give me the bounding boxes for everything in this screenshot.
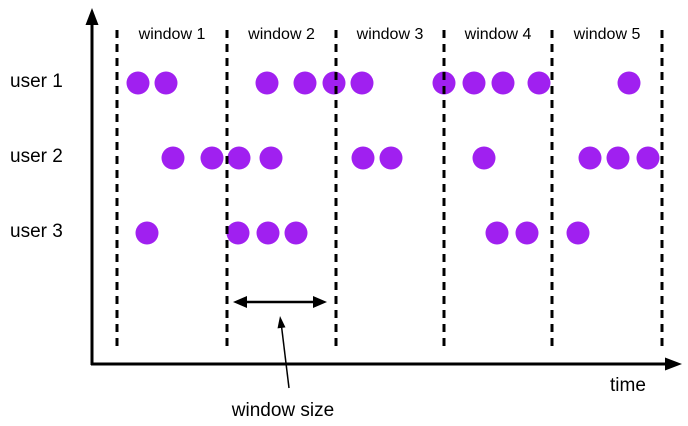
event-dot-user3 bbox=[256, 221, 280, 245]
window-size-arrow-left-head bbox=[233, 296, 247, 308]
window-label-1: window 1 bbox=[138, 26, 206, 43]
event-dot-user3 bbox=[566, 221, 590, 245]
event-dot-user2 bbox=[200, 146, 224, 170]
event-dot-user1 bbox=[350, 71, 374, 95]
event-dot-user3 bbox=[284, 221, 308, 245]
window-label-3: window 3 bbox=[356, 26, 424, 43]
event-dot-user1 bbox=[126, 71, 150, 95]
window-size-pointer-line bbox=[280, 321, 290, 389]
event-dot-user2 bbox=[379, 146, 403, 170]
event-dot-user1 bbox=[322, 71, 346, 95]
event-dot-user2 bbox=[636, 146, 660, 170]
event-dot-user3 bbox=[485, 221, 509, 245]
window-size-label: window size bbox=[231, 400, 335, 421]
event-dot-user1 bbox=[491, 71, 515, 95]
event-dot-user3 bbox=[226, 221, 250, 245]
event-dot-user1 bbox=[154, 71, 178, 95]
event-dot-user1 bbox=[527, 71, 551, 95]
event-dot-user2 bbox=[351, 146, 375, 170]
event-dot-user2 bbox=[606, 146, 630, 170]
x-axis-label: time bbox=[610, 375, 646, 396]
event-dot-user2 bbox=[578, 146, 602, 170]
x-axis-arrowhead bbox=[665, 357, 682, 371]
event-dot-user1 bbox=[432, 71, 456, 95]
window-size-arrow-right-head bbox=[313, 296, 327, 308]
event-dot-user1 bbox=[617, 71, 641, 95]
window-size-pointer-arrowhead bbox=[277, 316, 286, 329]
event-dot-user2 bbox=[472, 146, 496, 170]
event-dot-user3 bbox=[515, 221, 539, 245]
user-label-2: user 2 bbox=[10, 146, 63, 167]
window-label-4: window 4 bbox=[464, 26, 532, 43]
event-dot-user2 bbox=[227, 146, 251, 170]
event-dot-user2 bbox=[161, 146, 185, 170]
window-label-2: window 2 bbox=[248, 26, 315, 43]
event-dot-user2 bbox=[259, 146, 283, 170]
y-axis-arrowhead bbox=[85, 8, 99, 25]
window-label-5: window 5 bbox=[573, 26, 641, 43]
event-dot-user3 bbox=[135, 221, 159, 245]
event-dot-user1 bbox=[462, 71, 486, 95]
event-dot-user1 bbox=[293, 71, 317, 95]
event-dot-user1 bbox=[255, 71, 279, 95]
user-label-1: user 1 bbox=[10, 71, 63, 92]
user-label-3: user 3 bbox=[10, 221, 63, 242]
